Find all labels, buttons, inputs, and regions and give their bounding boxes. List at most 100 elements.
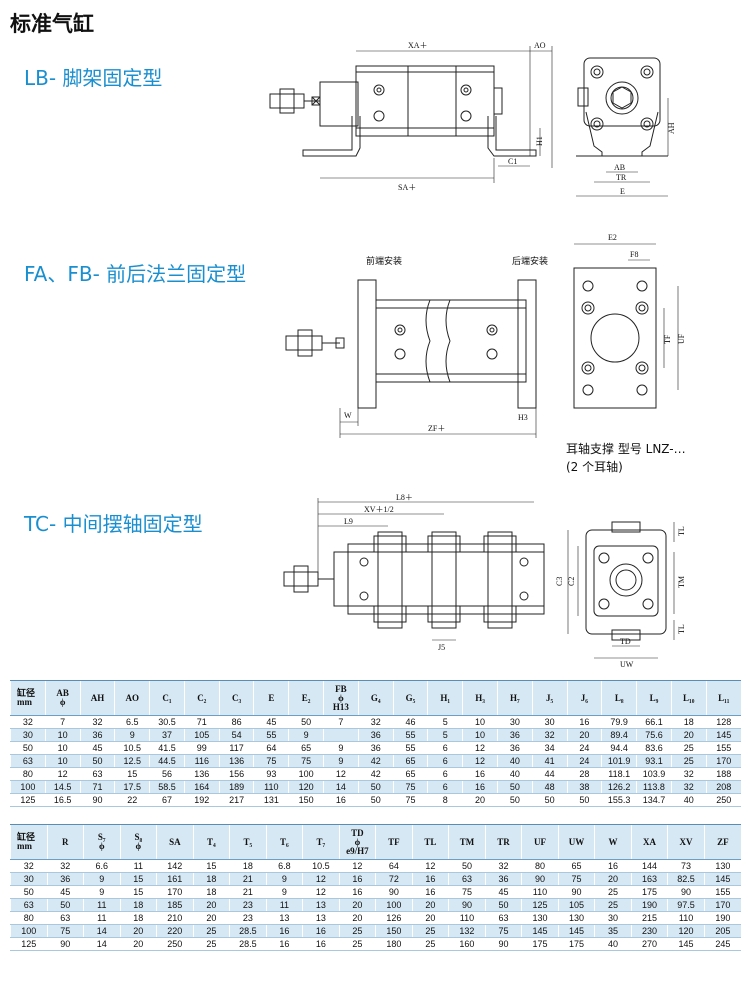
table-cell: 126.2 bbox=[601, 780, 637, 794]
table-cell: 10 bbox=[44, 728, 81, 742]
table-cell: 9 bbox=[83, 885, 121, 899]
column-header: C₂ bbox=[183, 680, 220, 716]
tc-side-view-drawing: L8＋ XV＋1/2 L9 J5 bbox=[278, 492, 548, 662]
table-cell: 145 bbox=[703, 872, 741, 886]
table-cell: 32 bbox=[670, 767, 707, 781]
table-cell: 12 bbox=[338, 859, 376, 873]
header-line: ϕ bbox=[59, 697, 66, 707]
lb-end-view-drawing: AH AB TR E bbox=[572, 54, 682, 204]
table-cell: 36 bbox=[484, 872, 522, 886]
table-cell: 21 bbox=[229, 872, 267, 886]
dim-label-e2: E2 bbox=[608, 233, 617, 242]
table-cell: 90 bbox=[667, 885, 705, 899]
table-cell: 20 bbox=[670, 728, 707, 742]
trunnion-quantity-text: (2 个耳轴) bbox=[566, 460, 623, 474]
header-line: mm bbox=[17, 841, 32, 851]
column-header: W bbox=[594, 824, 632, 860]
table-cell: 130 bbox=[557, 911, 595, 925]
column-header: R bbox=[46, 824, 84, 860]
table-cell: 16 bbox=[302, 937, 340, 951]
table-cell: 125 bbox=[521, 898, 559, 912]
table-cell: 12 bbox=[411, 859, 449, 873]
table-cell: 50 bbox=[10, 741, 46, 755]
table-cell: 71 bbox=[183, 715, 220, 729]
dim-label-sa: SA＋ bbox=[398, 183, 416, 192]
dim-label-tm: TM bbox=[677, 576, 686, 588]
table-cell: 75 bbox=[253, 754, 289, 768]
table-cell: 9 bbox=[265, 885, 303, 899]
table-cell: 20 bbox=[411, 911, 449, 925]
header-line: C₁ bbox=[162, 692, 172, 703]
table-cell: 110 bbox=[521, 885, 559, 899]
table-cell: 82.5 bbox=[667, 872, 705, 886]
table-cell: 50 bbox=[10, 885, 48, 899]
table-cell: 210 bbox=[156, 911, 194, 925]
header-line: ϕ bbox=[338, 692, 344, 703]
table-cell: 90 bbox=[484, 937, 522, 951]
table-cell: 11 bbox=[265, 898, 303, 912]
table-cell: 40 bbox=[670, 793, 707, 807]
table-cell: 36 bbox=[496, 741, 533, 755]
table-cell: 55 bbox=[392, 741, 428, 755]
table-cell: 90 bbox=[375, 885, 413, 899]
header-line: UF bbox=[533, 836, 546, 847]
table-cell: 46 bbox=[392, 715, 428, 729]
table-cell: 128 bbox=[705, 715, 741, 729]
table-cell: 9 bbox=[323, 754, 359, 768]
section-title-fa-fb: FA、FB- 前后法兰固定型 bbox=[24, 262, 247, 286]
dim-label-tf: TF bbox=[663, 334, 672, 344]
table-cell: 190 bbox=[703, 911, 741, 925]
table-cell: 93 bbox=[253, 767, 289, 781]
table-cell: 245 bbox=[703, 937, 741, 951]
table-cell: 20 bbox=[192, 911, 230, 925]
table-cell: 16 bbox=[411, 885, 449, 899]
table-cell: 164 bbox=[183, 780, 220, 794]
table-cell: 110 bbox=[667, 911, 705, 925]
table-cell: 80 bbox=[10, 911, 48, 925]
fa-flange-end-view-drawing: E2 F8 TF UF bbox=[568, 228, 690, 412]
table-cell: 6 bbox=[427, 767, 463, 781]
table-cell: 6 bbox=[427, 780, 463, 794]
header-line: E₂ bbox=[301, 692, 311, 703]
dim-label-uf: UF bbox=[677, 333, 686, 344]
column-header: T₇ bbox=[302, 824, 340, 860]
table-cell: 113.8 bbox=[636, 780, 672, 794]
table-cell bbox=[323, 728, 359, 742]
table-cell: 24 bbox=[566, 741, 602, 755]
table-cell: 73 bbox=[667, 859, 705, 873]
table-cell: 63 bbox=[484, 911, 522, 925]
table-cell: 30 bbox=[10, 872, 48, 886]
table-cell: 37 bbox=[149, 728, 185, 742]
header-line: H₇ bbox=[509, 692, 520, 703]
table-cell: 20 bbox=[338, 911, 376, 925]
table-cell: 6.8 bbox=[265, 859, 303, 873]
table-cell: 65 bbox=[392, 754, 428, 768]
table-cell: 25 bbox=[411, 937, 449, 951]
column-header: AO bbox=[114, 680, 150, 716]
header-line: S₈ bbox=[134, 832, 143, 842]
table-cell: 14 bbox=[83, 924, 121, 938]
table-cell: 20 bbox=[566, 728, 602, 742]
table-cell: 16 bbox=[265, 924, 303, 938]
table-cell: 11 bbox=[83, 898, 121, 912]
table-cell: 44 bbox=[531, 767, 567, 781]
table-cell: 170 bbox=[705, 754, 741, 768]
table-cell: 55 bbox=[392, 728, 428, 742]
table-cell: 32 bbox=[670, 780, 707, 794]
table-cell: 11 bbox=[119, 859, 157, 873]
table-cell: 12 bbox=[462, 741, 498, 755]
table-cell: 16 bbox=[338, 885, 376, 899]
header-line: C₂ bbox=[197, 692, 207, 703]
header-line: FB bbox=[335, 683, 347, 694]
table-cell: 30 bbox=[496, 715, 533, 729]
table-cell: 25 bbox=[338, 924, 376, 938]
dim-label-j5: J5 bbox=[438, 643, 445, 652]
table-cell: 50 bbox=[288, 715, 324, 729]
table-cell: 188 bbox=[705, 767, 741, 781]
table-cell: 72 bbox=[375, 872, 413, 886]
